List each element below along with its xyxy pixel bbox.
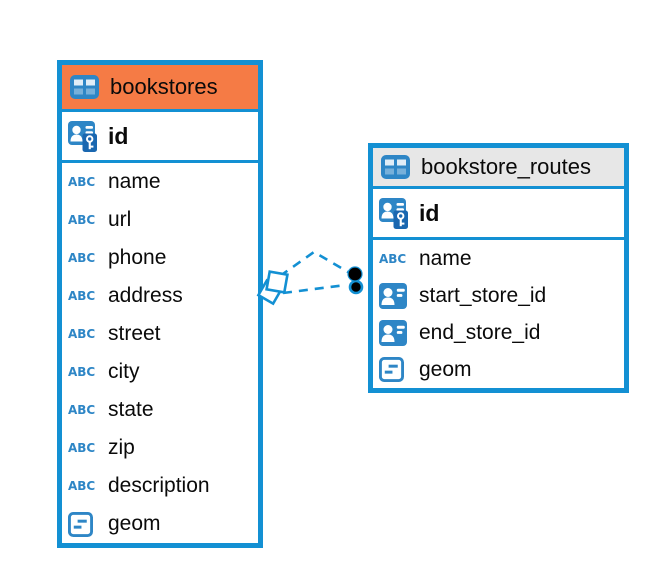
column-row-name[interactable]: ABC name xyxy=(373,240,624,277)
column-name: geom xyxy=(419,357,472,381)
geometry-type-icon xyxy=(379,357,411,382)
table-header-bookstores[interactable]: bookstores xyxy=(62,65,258,112)
column-row-street[interactable]: ABC street xyxy=(62,315,258,353)
table-title: bookstore_routes xyxy=(421,154,591,179)
column-name: phone xyxy=(108,246,167,269)
column-list: ABC name ABC url ABC phone ABC address A… xyxy=(62,163,258,543)
text-type-icon: ABC xyxy=(379,251,407,266)
foreign-key-icon xyxy=(379,319,411,346)
column-name: geom xyxy=(108,512,161,535)
column-row-routes-id[interactable]: id xyxy=(373,189,624,240)
column-row-phone[interactable]: ABC phone xyxy=(62,239,258,277)
column-row-city[interactable]: ABC city xyxy=(62,353,258,391)
column-name: id xyxy=(108,122,129,149)
column-name: start_store_id xyxy=(419,283,547,307)
column-name: state xyxy=(108,398,154,421)
text-type-icon: ABC xyxy=(68,403,96,417)
column-row-state[interactable]: ABC state xyxy=(62,391,258,429)
relationship-line-lower[interactable] xyxy=(282,283,347,295)
table-icon xyxy=(381,155,413,179)
endpoint-dots[interactable] xyxy=(347,266,364,295)
foreign-key-icon xyxy=(379,282,411,309)
column-name: address xyxy=(108,284,183,307)
text-type-icon: ABC xyxy=(68,441,96,455)
column-row-description[interactable]: ABC description xyxy=(62,467,258,505)
geometry-type-icon xyxy=(68,511,100,537)
column-name: street xyxy=(108,322,161,345)
column-row-geom[interactable]: geom xyxy=(373,351,624,388)
text-type-icon: ABC xyxy=(68,365,96,379)
primary-key-icon xyxy=(379,197,411,229)
column-name: city xyxy=(108,360,140,383)
column-row-end-store-id[interactable]: end_store_id xyxy=(373,314,624,351)
table-bookstore-routes[interactable]: bookstore_routes id ABC xyxy=(368,143,629,393)
table-title: bookstores xyxy=(110,74,218,99)
column-row-address[interactable]: ABC address xyxy=(62,277,258,315)
column-list: ABC name start_store_id xyxy=(373,240,624,388)
table-bookstores[interactable]: bookstores id ABC xyxy=(57,60,263,548)
column-name: url xyxy=(108,208,132,231)
text-type-icon: ABC xyxy=(68,479,96,493)
column-name: zip xyxy=(108,436,135,459)
column-name: id xyxy=(419,199,440,226)
relationship-line-upper[interactable] xyxy=(279,250,349,278)
column-row-bookstores-id[interactable]: id xyxy=(62,112,258,163)
text-type-icon: ABC xyxy=(68,175,96,189)
column-row-start-store-id[interactable]: start_store_id xyxy=(373,277,624,314)
table-icon xyxy=(70,75,102,99)
primary-key-icon xyxy=(68,120,100,152)
column-name: end_store_id xyxy=(419,320,541,344)
column-name: description xyxy=(108,474,210,497)
column-name: name xyxy=(108,170,161,193)
column-row-name[interactable]: ABC name xyxy=(62,163,258,201)
column-name: name xyxy=(419,246,472,270)
column-row-geom[interactable]: geom xyxy=(62,505,258,543)
table-header-bookstore-routes[interactable]: bookstore_routes xyxy=(373,148,624,189)
text-type-icon: ABC xyxy=(68,289,96,303)
column-row-url[interactable]: ABC url xyxy=(62,201,258,239)
text-type-icon: ABC xyxy=(68,213,96,227)
column-row-zip[interactable]: ABC zip xyxy=(62,429,258,467)
text-type-icon: ABC xyxy=(68,251,96,265)
text-type-icon: ABC xyxy=(68,327,96,341)
